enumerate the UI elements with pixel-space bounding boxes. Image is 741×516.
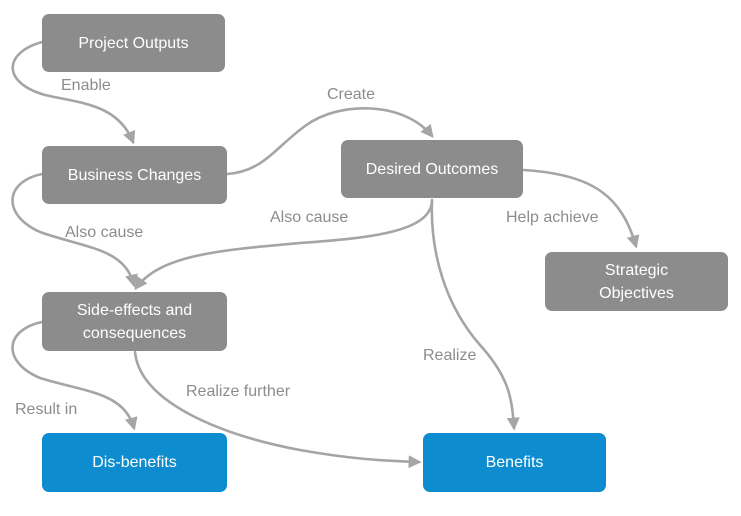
edge-desired-outcomes-to-strategic-objectives: [521, 168, 640, 249]
node-project-outputs: Project Outputs: [42, 14, 225, 72]
edge-label-also-cause-right: Also cause: [270, 209, 349, 226]
node-side-effects: Side-effects and consequences: [42, 292, 227, 351]
node-dis-benefits-label: Dis-benefits: [92, 454, 177, 471]
node-side-effects-line-2: consequences: [82, 324, 187, 342]
node-project-outputs-label: Project Outputs: [78, 34, 189, 52]
edge-business-changes-to-desired-outcomes: [225, 106, 434, 176]
node-side-effects-line-1: Side-effects and: [76, 301, 193, 319]
edge-label-result-in: Result in: [15, 401, 78, 418]
edge-project-outputs-to-business-changes: [11, 40, 136, 145]
edge-label-also-cause-left: Also cause: [65, 224, 144, 241]
edge-label-realize: Realize: [423, 347, 477, 364]
edge-desired-outcomes-to-benefits: [430, 198, 520, 431]
edge-label-enable: Enable: [61, 77, 111, 94]
edge-label-realize-further: Realize further: [186, 383, 291, 400]
node-benefits: Benefits: [423, 433, 606, 492]
node-business-changes-label: Business Changes: [67, 166, 202, 184]
edge-side-effects-to-dis-benefits: [11, 320, 138, 431]
edge-label-help-achieve: Help achieve: [506, 209, 599, 226]
edge-label-create: Create: [327, 86, 376, 103]
node-business-changes: Business Changes: [42, 146, 227, 204]
node-desired-outcomes-label: Desired Outcomes: [365, 160, 499, 178]
edge-side-effects-to-benefits: [133, 350, 422, 469]
edge-business-changes-to-side-effects: [11, 172, 138, 288]
node-strategic-objectives-line-1: Strategic: [604, 261, 669, 279]
node-dis-benefits: Dis-benefits: [42, 433, 227, 492]
node-strategic-objectives-line-2: Objectives: [599, 284, 674, 302]
node-strategic-objectives: Strategic Objectives: [545, 252, 728, 311]
node-desired-outcomes: Desired Outcomes: [341, 140, 523, 198]
node-benefits-label: Benefits: [485, 454, 544, 471]
edge-desired-outcomes-to-side-effects: [134, 198, 434, 291]
